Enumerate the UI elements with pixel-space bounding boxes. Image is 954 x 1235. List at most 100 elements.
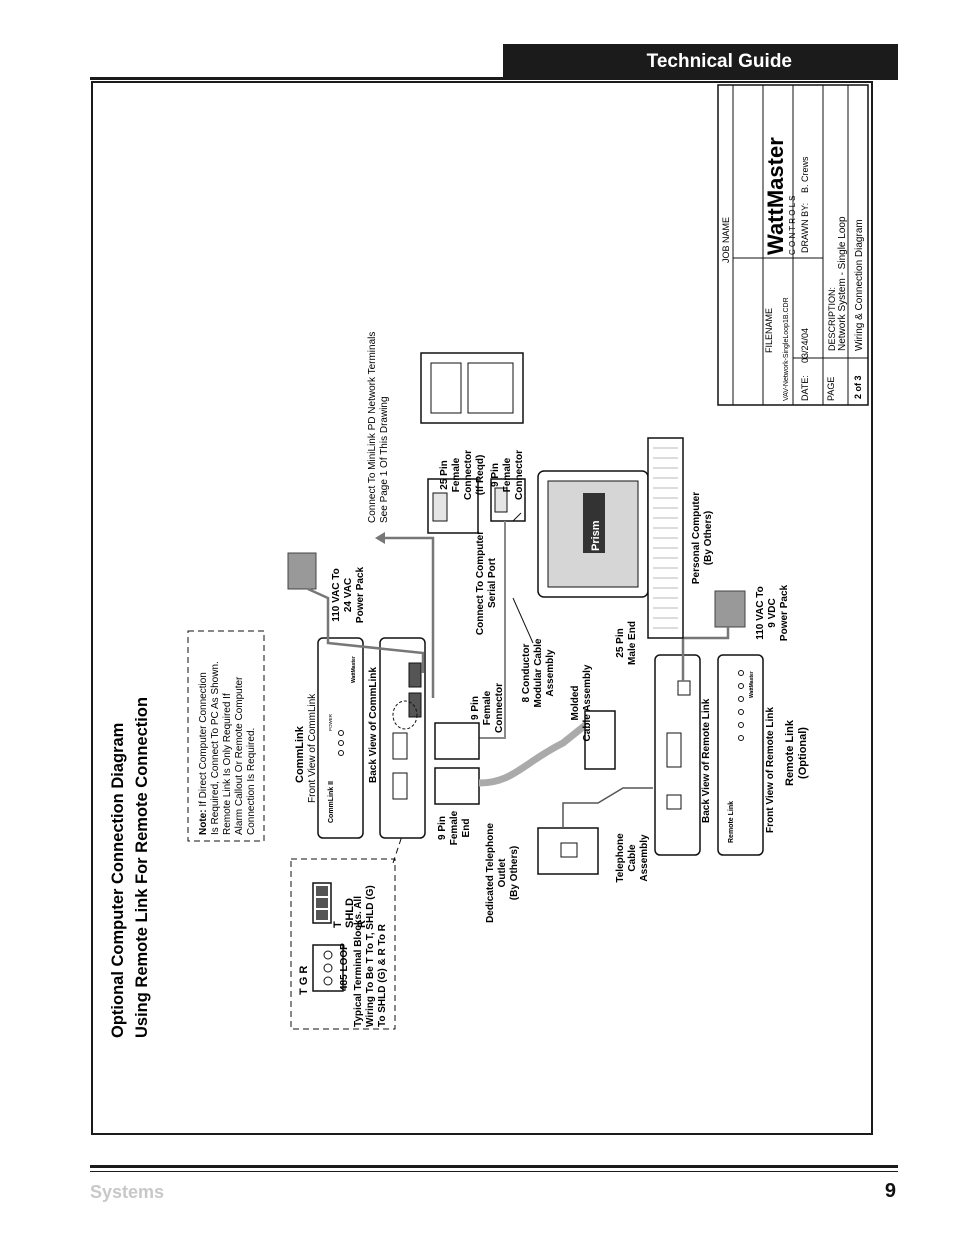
- m25-line-1: Male End: [627, 621, 638, 665]
- remote-back-label: Back View of Remote Link: [701, 698, 712, 823]
- note-line-2: Remote Link Is Only Required If: [222, 693, 233, 835]
- remote-title-line-0: Remote Link: [784, 719, 796, 786]
- wiring-diagram: Optional Computer Connection Diagram Usi…: [109, 84, 869, 1038]
- pc-brand: Prism: [590, 520, 602, 551]
- serial-line-1: Serial Port: [487, 557, 498, 608]
- terminal-box: [290, 858, 396, 1030]
- telephone-outlet: [537, 827, 599, 875]
- commlink-led-power: POWER: [328, 713, 333, 731]
- power-pack-9vdc: [714, 590, 746, 628]
- note-text: Note: If Direct Computer Connection Is R…: [198, 661, 257, 835]
- commlink-loop-terminal: [408, 692, 422, 718]
- title-block-brand-sub: C O N T R O L S: [788, 196, 797, 255]
- pc-label-line-1: (By Others): [703, 511, 714, 565]
- telephone-outlet-label: Dedicated Telephone Outlet (By Others): [485, 823, 520, 923]
- pp9-line-2: Power Pack: [779, 584, 790, 641]
- header-title: Technical Guide: [646, 51, 792, 72]
- connector-9-mid-label: 9 Pin Female Connector: [470, 683, 505, 733]
- title-block: JOB NAME FILENAME VAV-Network-SingleLoop…: [717, 84, 869, 406]
- power-pack-24vac: [287, 552, 317, 590]
- diagram-title-line2: Using Remote Link For Remote Connection: [133, 697, 151, 1038]
- f9-line-2: End: [461, 819, 472, 838]
- remote-link-title: Remote Link (Optional): [784, 719, 809, 786]
- commlink-power-terminal: [408, 662, 422, 688]
- remote-link-front: [717, 654, 764, 856]
- footer-rule-thin: [90, 1171, 898, 1172]
- male-25-label: 25 Pin Male End: [615, 621, 638, 665]
- date-label: DATE:: [800, 375, 810, 401]
- c9-line-0: 9 Pin: [490, 463, 501, 487]
- minilink-line-1: See Page 1 Of This Drawing: [379, 396, 390, 523]
- footer-rule: [90, 1165, 898, 1168]
- female-9-end-label: 9 Pin Female End: [437, 810, 472, 845]
- header-bar: Technical Guide: [503, 44, 898, 78]
- c8-line-2: Assembly: [545, 649, 556, 697]
- terminal-note-0: Typical Terminal Blocks. All: [353, 896, 364, 1027]
- footer-section-label: Systems: [90, 1182, 165, 1202]
- pp9-line-1: 9 VDC: [767, 598, 778, 627]
- remote-front-label: Front View of Remote Link: [765, 707, 776, 833]
- commlink-back-label: Back View of CommLink: [368, 667, 379, 783]
- m25-line-0: 25 Pin: [615, 628, 626, 657]
- connector-25-pin-male: [584, 710, 616, 770]
- page-value: 2 of 3: [853, 375, 863, 399]
- tel-cable-line-1: Cable: [627, 844, 638, 872]
- commlink-db9-computer: [392, 732, 408, 760]
- note-line-3: Alarm Callout Or Remote Computer: [234, 676, 245, 835]
- terminal-note: Typical Terminal Blocks. All Wiring To B…: [353, 885, 388, 1027]
- commlink-front-label: Front View of CommLink: [307, 693, 318, 803]
- terminal-note-2: To SHLD (G) & R To R: [377, 923, 388, 1027]
- terminal-block-tgr: [312, 944, 344, 992]
- description-line-2: Wiring & Connection Diagram: [854, 219, 865, 351]
- remote-link-power-jack: [677, 680, 691, 696]
- c25-line-1: Female: [451, 457, 462, 492]
- pc-label: Personal Computer (By Others): [691, 492, 714, 584]
- c25-line-3: (If Reqd): [475, 455, 486, 496]
- description-line-1: Network System - Single Loop: [837, 216, 848, 351]
- footer-page-number: 9: [884, 1180, 896, 1202]
- power-pack-9vdc-label: 110 VAC To 9 VDC Power Pack: [755, 584, 790, 641]
- commlink-device-name: CommLink II: [328, 781, 335, 823]
- tel-cable-line-2: Assembly: [639, 834, 650, 882]
- header-rule: [90, 77, 898, 80]
- tel-cable-line-0: Telephone: [615, 833, 626, 883]
- commlink-front-brand: WattMaster: [351, 656, 357, 683]
- tgr-label: T G R: [298, 966, 310, 995]
- date-value: 03/24/04: [800, 328, 810, 363]
- commlink-db9-modem: [392, 772, 408, 800]
- c9m-line-2: Connector: [494, 683, 505, 733]
- note-line-1: Is Required, Connect To PC As Shown.: [210, 661, 221, 835]
- power-pack-24vac-label: 110 VAC To 24 VAC Power Pack: [331, 566, 366, 623]
- note-box: [187, 630, 265, 842]
- c8-line-0: 8 Conductor: [521, 643, 532, 702]
- filename-value: VAV-Network-SingleLoop1B.CDR: [783, 297, 790, 401]
- molded-line-0: Molded: [570, 686, 581, 721]
- remote-front-brand: WattMaster: [749, 671, 755, 698]
- commlink-title: CommLink: [294, 725, 306, 783]
- c9-line-2: Connector: [514, 450, 525, 500]
- connector-9-pin-female-end: [434, 767, 480, 805]
- cable-8-conductor-label: 8 Conductor Modular Cable Assembly: [521, 638, 556, 707]
- pc-label-line-0: Personal Computer: [691, 492, 702, 584]
- connect-minilink-label: Connect To MiniLink PD Network Terminals…: [367, 332, 390, 523]
- f9-line-1: Female: [449, 810, 460, 845]
- remote-title-line-1: (Optional): [797, 727, 809, 779]
- remote-link-tel-jack: [666, 794, 682, 810]
- note-line-0: If Direct Computer Connection: [198, 672, 209, 809]
- connector-9-label: 9 Pin Female Connector: [490, 450, 525, 500]
- tel-outlet-line-1: Outlet: [497, 858, 508, 888]
- pc-tower: [420, 352, 524, 424]
- serial-line-0: Connect To Computer: [475, 531, 486, 635]
- telephone-cable-label: Telephone Cable Assembly: [615, 833, 650, 883]
- drawing-frame: Optional Computer Connection Diagram Usi…: [91, 81, 873, 1135]
- drawn-by-label: DRAWN BY:: [800, 203, 810, 253]
- remote-link-db25: [666, 732, 682, 768]
- job-name-label: JOB NAME: [721, 217, 731, 263]
- pp24-line-0: 110 VAC To: [331, 568, 342, 622]
- connector-25-label: 25 Pin Female Connector (If Reqd): [439, 450, 486, 500]
- tel-outlet-line-0: Dedicated Telephone: [485, 823, 496, 923]
- c8-line-1: Modular Cable: [533, 638, 544, 707]
- title-block-brand: WattMaster: [763, 137, 788, 255]
- note-bold: Note:: [198, 809, 209, 835]
- tel-outlet-line-2: (By Others): [509, 846, 520, 900]
